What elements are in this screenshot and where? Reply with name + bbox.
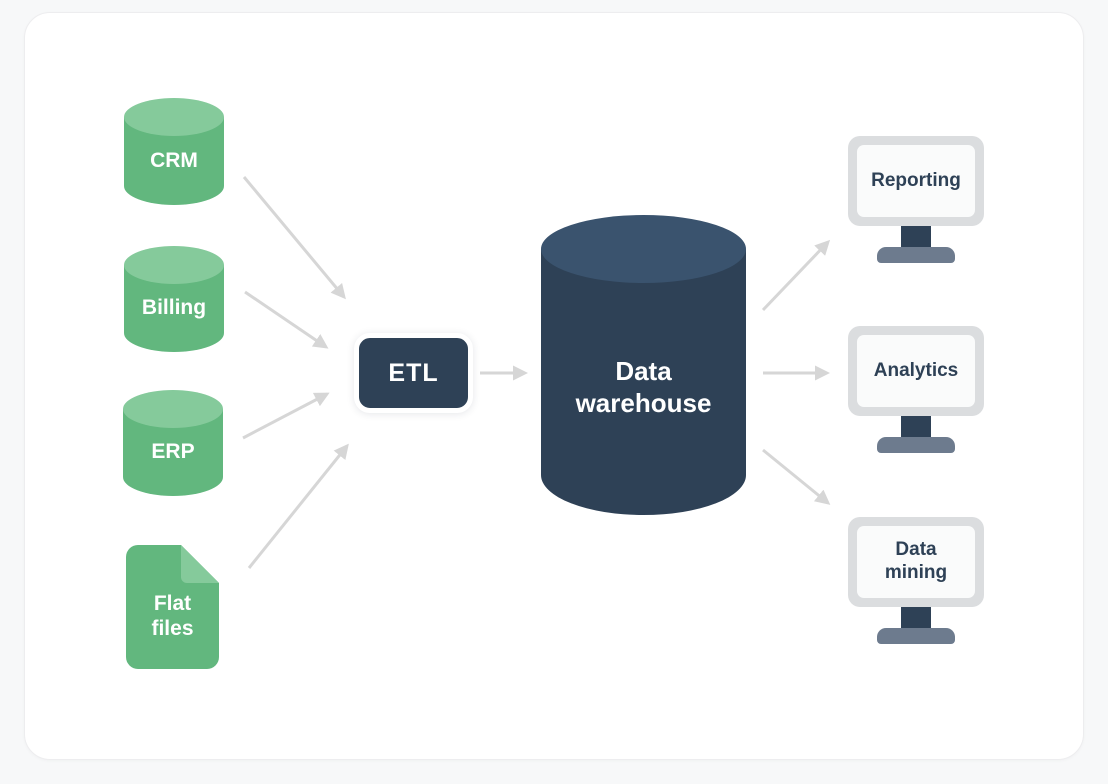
source-node-flat-files: Flat files [126, 545, 219, 669]
output-node-reporting: Reporting [848, 136, 984, 271]
source-label: Flat files [126, 545, 219, 669]
source-label: Billing [141, 296, 207, 320]
monitor-stand-base [877, 437, 955, 453]
database-cylinder-icon [123, 390, 223, 428]
source-label: ERP [151, 440, 195, 464]
arrow-warehouse-to-reporting [761, 239, 831, 312]
arrow-billing-to-etl [244, 290, 329, 349]
database-cylinder-icon [124, 98, 224, 136]
etl-label: ETL [388, 358, 439, 387]
monitor-screen: Data mining [857, 526, 975, 598]
source-label-text: Flat files [151, 591, 194, 640]
monitor-stand-neck [901, 226, 931, 247]
output-label: Reporting [871, 169, 961, 191]
etl-node: ETL [354, 333, 473, 413]
diagram-card: CRM Billing ERP Flat files ETL Data ware… [24, 12, 1084, 760]
source-node-erp: ERP [123, 390, 223, 496]
source-node-crm: CRM [124, 98, 224, 205]
arrow-flatfiles-to-etl [247, 443, 349, 569]
output-label: Analytics [873, 359, 959, 381]
monitor-stand-base [877, 247, 955, 263]
monitor-screen: Reporting [857, 145, 975, 217]
warehouse-label-text: Data warehouse [575, 355, 712, 419]
arrow-warehouse-to-datamining [762, 448, 831, 505]
output-label: Data mining [884, 539, 948, 583]
warehouse-label: Data warehouse [541, 249, 746, 515]
monitor-stand-neck [901, 416, 931, 437]
source-label: CRM [150, 148, 198, 172]
monitor-stand-base [877, 628, 955, 644]
output-node-analytics: Analytics [848, 326, 984, 461]
source-node-billing: Billing [124, 246, 224, 352]
output-node-data-mining: Data mining [848, 517, 984, 652]
monitor-stand-neck [901, 607, 931, 628]
database-cylinder-icon [124, 246, 224, 284]
warehouse-cylinder-body [541, 249, 746, 515]
arrow-crm-to-etl [242, 176, 346, 300]
warehouse-cylinder-icon [541, 215, 746, 283]
arrow-erp-to-etl [242, 392, 330, 440]
monitor-screen: Analytics [857, 335, 975, 407]
warehouse-node: Data warehouse [541, 215, 746, 515]
